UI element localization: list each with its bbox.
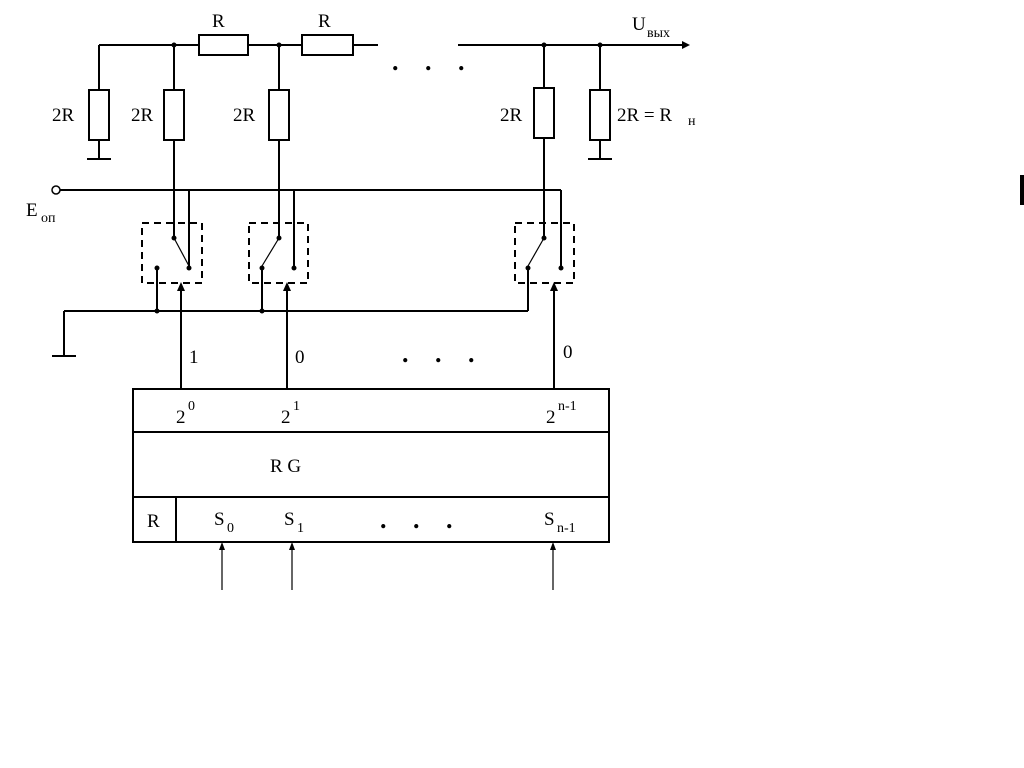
states-ellipsis: . . . <box>402 339 485 368</box>
register-input-sn-sub: n-1 <box>557 521 576 536</box>
register-output-2-0-exp: 0 <box>188 399 195 414</box>
register-output-2-1-exp: 1 <box>293 399 300 414</box>
ladder-ellipsis: . . . <box>392 47 475 76</box>
reference-terminal-icon <box>51 185 61 195</box>
switch-1-blade <box>173 237 190 267</box>
junction-dot <box>154 308 160 314</box>
ground-bus <box>52 308 528 357</box>
shunt-resistor-2 <box>268 89 290 141</box>
switch-2 <box>248 222 309 311</box>
control-line-1-arrowhead <box>177 282 185 291</box>
register-frame <box>132 388 610 543</box>
register-title: R G <box>270 456 301 477</box>
output-label: U <box>632 14 646 35</box>
switch-n <box>514 222 575 311</box>
shunt-resistor-2-label: 2R <box>233 105 256 126</box>
input-arrow-sn-head <box>550 542 556 550</box>
junction-dot <box>276 42 282 48</box>
input-arrow-s1-head <box>289 542 295 550</box>
control-lines: 1 0 0 . . . <box>177 282 573 389</box>
register-reset-label: R <box>147 511 160 532</box>
reference-bus: E оп <box>26 185 562 268</box>
series-resistor-1-label: R <box>212 11 225 32</box>
register-block: 2 0 2 1 2 n-1 R G R S 0 S 1 S n-1 . . . <box>132 388 610 543</box>
switch-n-frame <box>514 222 575 284</box>
switch-n-state: 0 <box>563 342 573 363</box>
register-input-sn-base: S <box>544 509 555 530</box>
shunt-resistor-n-label: 2R <box>500 105 523 126</box>
reference-label: E <box>26 200 38 221</box>
junction-dot <box>171 42 177 48</box>
series-resistor-1 <box>198 34 249 56</box>
series-resistor-2-label: R <box>318 11 331 32</box>
register-output-2-n-exp: n-1 <box>558 399 577 414</box>
switch-contact-dot <box>186 265 192 271</box>
output-voltage-label: U вых <box>632 14 670 41</box>
output-arrowhead <box>682 41 690 49</box>
control-line-n-arrowhead <box>550 282 558 291</box>
switch-2-state: 0 <box>295 347 305 368</box>
register-input-s1-sub: 1 <box>297 521 304 536</box>
switch-contact-dot <box>291 265 297 271</box>
register-output-2-n-base: 2 <box>546 407 556 428</box>
ladder-network: R R . . . 2R 2R 2R 2R 2R = R н <box>52 11 696 238</box>
register-input-s1-base: S <box>284 509 295 530</box>
switch-n-blade <box>527 237 545 267</box>
register-output-2-1-base: 2 <box>281 407 291 428</box>
shunt-resistor-1-label: 2R <box>131 105 154 126</box>
junction-dot <box>259 308 265 314</box>
switch-1-frame <box>141 222 203 284</box>
output-subscript: вых <box>647 26 670 41</box>
junction-dot <box>597 42 603 48</box>
edge-mark <box>1020 175 1024 205</box>
shunt-resistor-1 <box>163 89 185 141</box>
series-resistor-2 <box>301 34 354 56</box>
register-input-s0-base: S <box>214 509 225 530</box>
shunt-resistor-n <box>533 87 555 139</box>
switch-1-state: 1 <box>189 347 199 368</box>
register-output-2-0-base: 2 <box>176 407 186 428</box>
shunt-resistor-0 <box>88 89 110 141</box>
register-input-arrows <box>219 542 556 590</box>
register-inputs-ellipsis: . . . <box>380 505 463 534</box>
control-line-2-arrowhead <box>283 282 291 291</box>
switch-1 <box>141 222 203 311</box>
input-arrow-s0-head <box>219 542 225 550</box>
switch-contact-dot <box>558 265 564 271</box>
reference-subscript: оп <box>41 211 56 226</box>
switch-2-frame <box>248 222 309 284</box>
shunt-resistor-0-label: 2R <box>52 105 75 126</box>
load-resistor-label: 2R = R <box>617 105 672 126</box>
register-input-s0-sub: 0 <box>227 521 234 536</box>
junction-dot <box>541 42 547 48</box>
load-resistor-subscript: н <box>688 114 696 129</box>
switch-2-blade <box>261 237 280 267</box>
load-resistor <box>589 89 611 141</box>
